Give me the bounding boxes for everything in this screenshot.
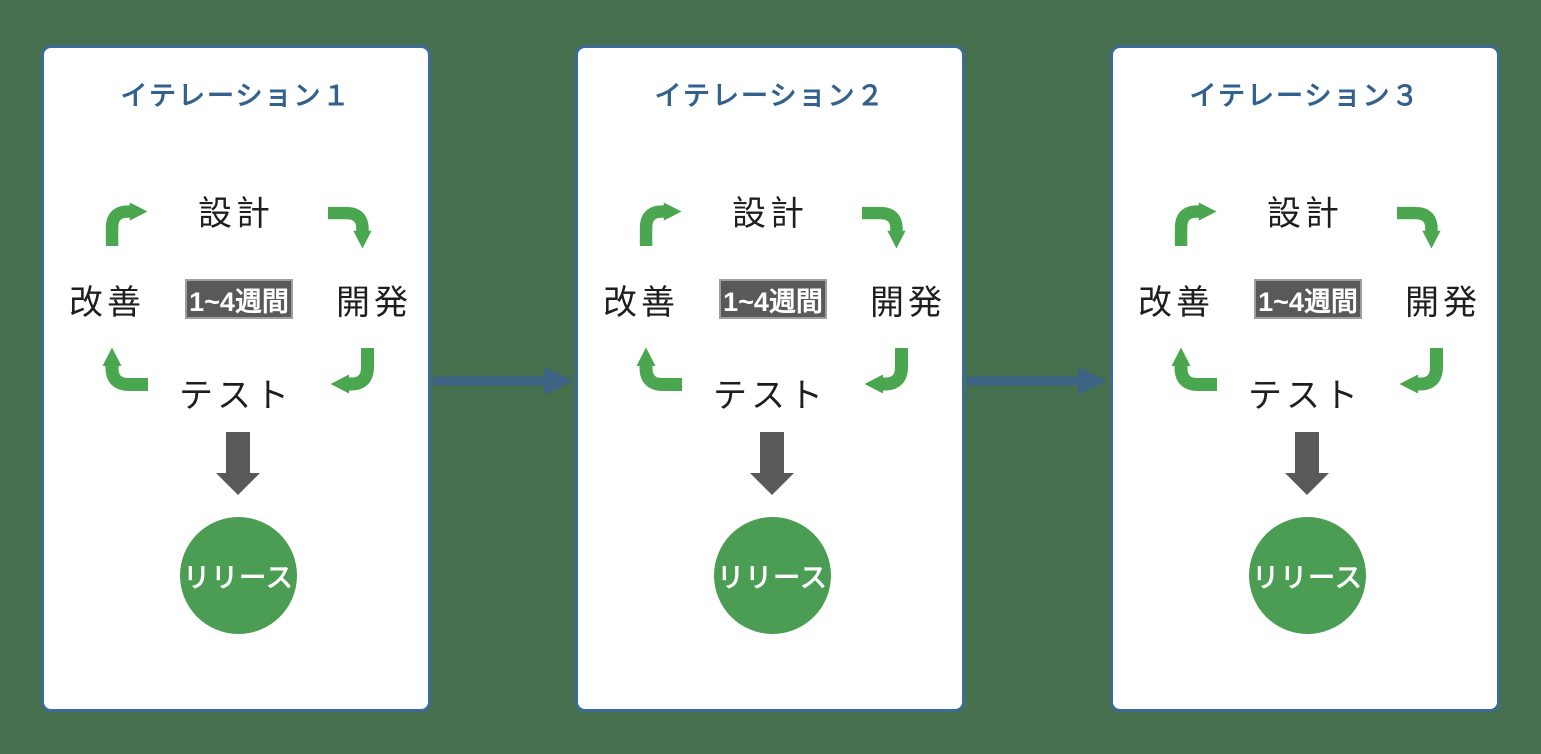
down-arrow-icon: [750, 432, 794, 496]
panel-title: イテレーション１: [120, 81, 352, 111]
release-circle: リリース: [1249, 517, 1366, 634]
release-circle: リリース: [714, 517, 831, 634]
step-improve: 改善: [603, 284, 679, 322]
turn-right-down-arrow-icon: [1396, 202, 1442, 250]
down-arrow-icon: [1285, 432, 1329, 496]
turn-up-right-arrow-icon: [1171, 200, 1217, 248]
panel-title: イテレーション３: [1189, 81, 1421, 111]
duration-badge: 1~4週間: [1254, 279, 1362, 319]
release-circle: リリース: [180, 517, 297, 634]
turn-right-down-arrow-icon: [861, 202, 907, 250]
right-arrow-icon: [967, 366, 1107, 396]
step-test: テスト: [1248, 377, 1362, 415]
duration-badge: 1~4週間: [185, 279, 293, 319]
step-improve: 改善: [1138, 284, 1214, 322]
iteration-panel-1: イテレーション１ 設計 改善 1~4週間 開発 テスト リリース: [41, 45, 431, 712]
turn-down-left-arrow-icon: [330, 347, 378, 395]
step-develop: 開発: [336, 284, 412, 322]
step-test: テスト: [713, 377, 827, 415]
step-design: 設計: [1267, 195, 1343, 233]
panel-title: イテレーション２: [654, 81, 886, 111]
turn-right-down-arrow-icon: [327, 202, 373, 250]
turn-down-left-arrow-icon: [864, 347, 912, 395]
step-design: 設計: [198, 195, 274, 233]
turn-down-left-arrow-icon: [1399, 347, 1447, 395]
turn-up-right-arrow-icon: [102, 200, 148, 248]
iteration-panel-2: イテレーション２ 設計 改善 1~4週間 開発 テスト リリース: [575, 45, 965, 712]
down-arrow-icon: [216, 432, 260, 496]
turn-up-right-arrow-icon: [636, 200, 682, 248]
step-develop: 開発: [870, 284, 946, 322]
step-test: テスト: [179, 377, 293, 415]
right-arrow-icon: [433, 366, 573, 396]
iteration-panel-3: イテレーション３ 設計 改善 1~4週間 開発 テスト リリース: [1110, 45, 1500, 712]
step-design: 設計: [732, 195, 808, 233]
step-develop: 開発: [1405, 284, 1481, 322]
step-improve: 改善: [69, 284, 145, 322]
duration-badge: 1~4週間: [719, 279, 827, 319]
